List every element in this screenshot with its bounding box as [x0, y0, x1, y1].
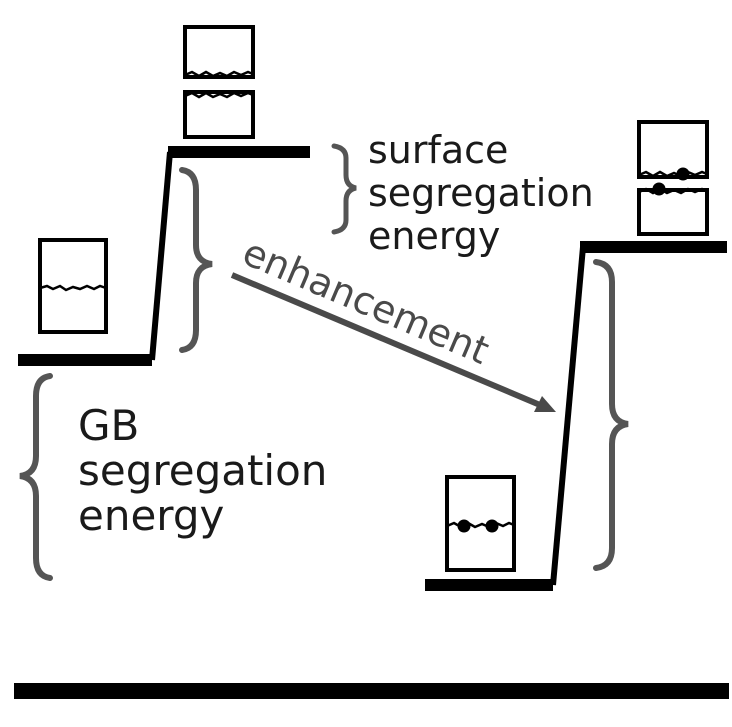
enhancement-arrowhead: [534, 396, 556, 412]
gb-label-line2: segregation: [78, 446, 327, 495]
grain-boundary-icon: [38, 238, 108, 334]
baseline-bar: [14, 683, 729, 699]
fractured-surfaces-icon: [183, 25, 255, 139]
surface-label-line2: segregation: [368, 171, 594, 215]
brace-gb-energy: [19, 373, 53, 581]
fractured-surfaces-solutes-icon: [637, 120, 709, 236]
gb-label-line1: GB: [78, 401, 139, 450]
enhancement-arrow: [230, 272, 542, 408]
gb-label-line3: energy: [78, 491, 224, 540]
surface-label-line3: energy: [368, 214, 500, 258]
left-riser: [149, 151, 173, 361]
surface-label-line1: surface: [368, 128, 508, 172]
right-riser: [550, 246, 586, 586]
brace-surface-energy: [331, 143, 357, 235]
brace-right-rise: [593, 259, 629, 571]
grain-boundary-solutes-icon: [445, 475, 516, 572]
brace-left-rise: [179, 167, 213, 353]
